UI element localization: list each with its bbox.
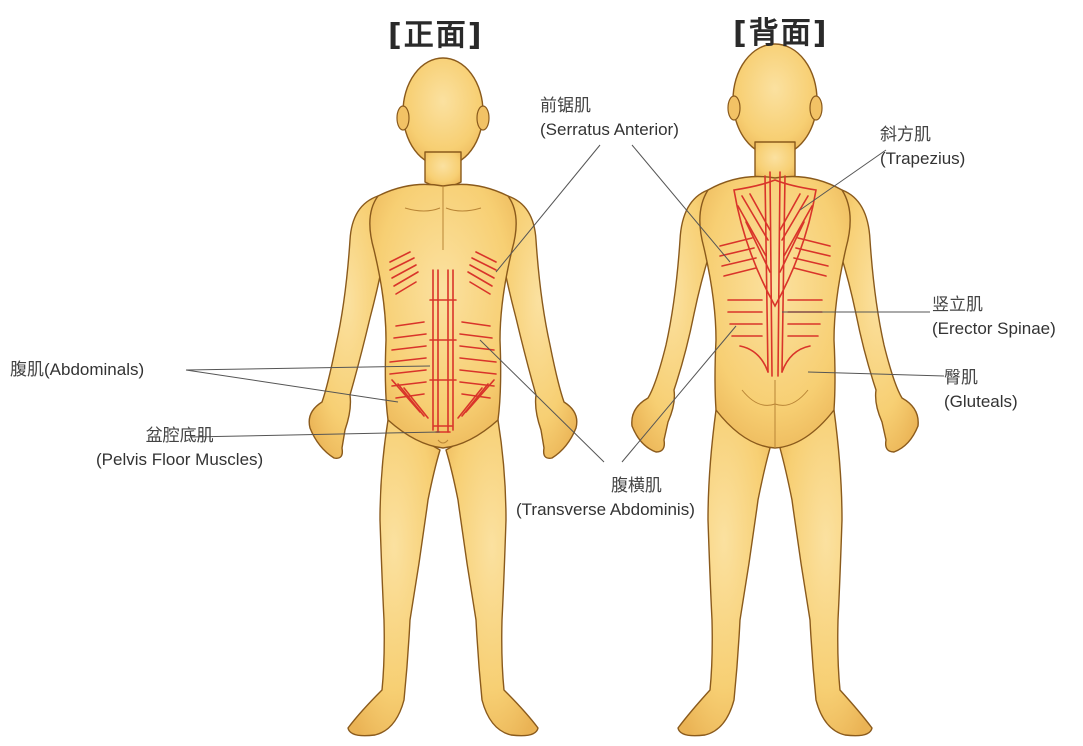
front-head: [403, 58, 483, 166]
front-view-title: [正面]: [388, 10, 483, 54]
label-pelvis-en: (Pelvis Floor Muscles): [96, 450, 263, 470]
back-view-title: [背面]: [733, 8, 828, 52]
back-neck: [755, 142, 795, 181]
back-left-leg: [678, 410, 770, 736]
label-pelvis-floor: 盆腔底肌 (Pelvis Floor Muscles): [96, 426, 263, 470]
label-serratus-anterior: 前锯肌 (Serratus Anterior): [540, 96, 679, 140]
label-abdominals: 腹肌(Abdominals): [10, 360, 144, 380]
back-right-leg: [780, 410, 872, 736]
label-gluteals-en: (Gluteals): [944, 392, 1018, 412]
label-serratus-en: (Serratus Anterior): [540, 120, 679, 140]
label-transverse-en: (Transverse Abdominis): [516, 500, 695, 520]
label-transverse-zh: 腹横肌: [516, 476, 695, 496]
label-transverse-abdominis: 腹横肌 (Transverse Abdominis): [516, 476, 695, 520]
label-serratus-zh: 前锯肌: [540, 96, 679, 116]
front-neck: [425, 152, 461, 187]
label-erector-en: (Erector Spinae): [932, 319, 1056, 339]
label-abdominals-zh: 腹肌: [10, 360, 44, 380]
leader-abdominals-b: [186, 370, 398, 402]
label-trapezius-zh: 斜方肌: [880, 125, 965, 145]
label-trapezius-en: (Trapezius): [880, 149, 965, 169]
front-right-leg: [446, 420, 538, 736]
front-body: [309, 58, 577, 736]
label-pelvis-zh: 盆腔底肌: [96, 426, 263, 446]
label-gluteals: 臀肌 (Gluteals): [944, 368, 1018, 412]
front-left-leg: [348, 420, 440, 736]
back-head: [733, 44, 817, 156]
label-trapezius: 斜方肌 (Trapezius): [880, 125, 965, 169]
label-erector-spinae: 竖立肌 (Erector Spinae): [932, 295, 1056, 339]
label-abdominals-en: (Abdominals): [44, 360, 144, 379]
label-erector-zh: 竖立肌: [932, 295, 1056, 315]
label-gluteals-zh: 臀肌: [944, 368, 1018, 388]
